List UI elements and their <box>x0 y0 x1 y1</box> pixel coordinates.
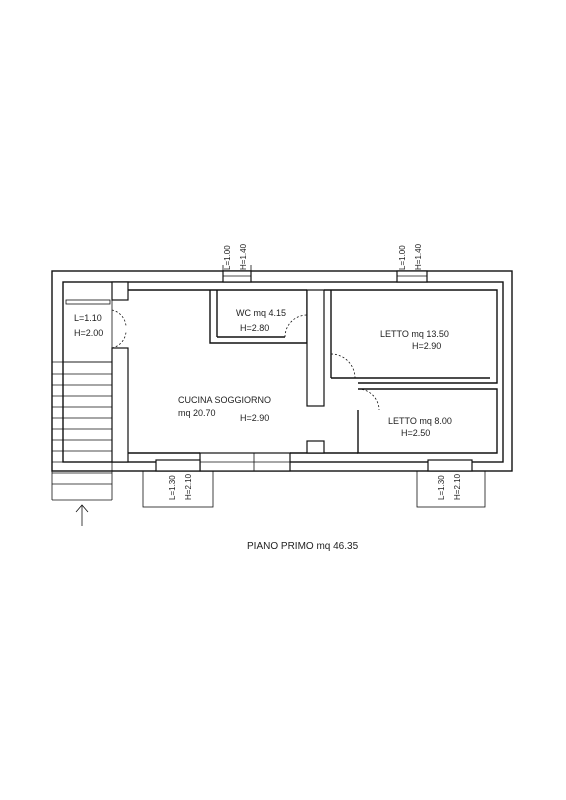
interior-walls <box>111 281 498 463</box>
stair-arrow-icon <box>75 504 89 526</box>
wc-room: WC mq 4.15 H=2.80 <box>236 308 286 333</box>
letto2-height-label: H=2.50 <box>401 428 430 438</box>
window-bottom-middle <box>199 452 291 472</box>
letto1-height-label: H=2.90 <box>412 341 441 351</box>
cucina-name-label: CUCINA SOGGIORNO <box>178 395 271 405</box>
landing-width-label: L=1.10 <box>74 313 102 323</box>
balcony-bottom-right: L=1.30 H=2.10 <box>416 459 486 508</box>
balcony-left-height: H=2.10 <box>184 473 193 500</box>
letto1-room: LETTO mq 13.50 H=2.90 <box>380 329 449 351</box>
balcony-right-height: H=2.10 <box>453 473 462 500</box>
landing-height-label: H=2.00 <box>74 328 103 338</box>
window-top-right-width: L=1.00 <box>398 245 407 270</box>
balcony-right-width: L=1.30 <box>437 475 446 500</box>
letto2-room: LETTO mq 8.00 H=2.50 <box>388 416 452 438</box>
window-top-left: L=1.00 H=1.40 <box>222 243 252 283</box>
cucina-area-label: mq 20.70 <box>178 408 216 418</box>
cucina-room: CUCINA SOGGIORNO mq 20.70 H=2.90 <box>178 395 271 423</box>
door-swings <box>284 314 380 411</box>
window-top-left-height: H=1.40 <box>239 243 248 270</box>
staircase <box>51 271 113 526</box>
letto1-name-label: LETTO mq 13.50 <box>380 329 449 339</box>
balcony-bottom-left: L=1.30 H=2.10 <box>142 459 214 508</box>
stair-treads <box>52 373 112 485</box>
letto2-name-label: LETTO mq 8.00 <box>388 416 452 426</box>
window-top-right: L=1.00 H=1.40 <box>396 243 428 283</box>
cucina-height-label: H=2.90 <box>240 413 269 423</box>
window-top-right-height: H=1.40 <box>414 243 423 270</box>
plan-title: PIANO PRIMO mq 46.35 <box>247 541 359 552</box>
wc-name-label: WC mq 4.15 <box>236 308 286 318</box>
wc-height-label: H=2.80 <box>240 323 269 333</box>
window-top-left-width: L=1.00 <box>223 245 232 270</box>
balcony-left-width: L=1.30 <box>168 475 177 500</box>
